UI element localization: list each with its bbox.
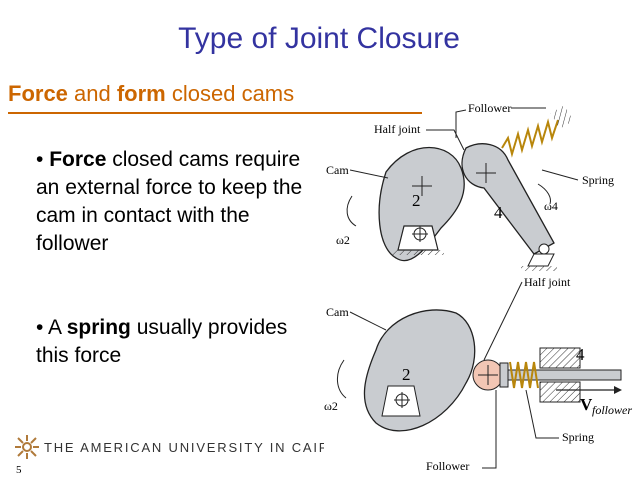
slide-subtitle: Force and form closed cams [8,81,294,107]
top-label-cam: Cam [326,163,349,177]
top-label-link-4: 4 [494,203,503,222]
bottom-velocity-arrow-icon [614,386,622,394]
top-follower-pivot-icon [538,243,550,255]
top-cam [378,147,465,262]
top-cam-center-icon [412,176,432,196]
bottom-label-half-joint: Half joint [524,275,571,289]
bottom-label-link-2: 2 [402,365,411,384]
bottom-guide-top [539,347,581,369]
form-closed-cam-diagram: Cam Half joint 2 4 ω2 V follower Spring … [324,275,632,473]
bottom-label-v-sub: follower [592,403,632,417]
bullet2-text: usually provides this force [36,316,288,367]
subtitle-underline [8,112,422,114]
top-spring [501,118,559,158]
top-label-spring: Spring [582,173,614,187]
bottom-label-omega2: ω2 [324,399,338,413]
bottom-guide-bottom [539,381,581,403]
bottom-label-spring: Spring [562,430,594,444]
bullet1-text: closed cams require an external force to… [36,148,303,255]
bullet1-bold: Force [49,148,107,171]
bottom-rotation-arrow-icon [337,359,347,399]
bullet2-marker: • A [36,316,67,339]
subtitle-and: and [67,81,117,106]
bullet2-bold: spring [66,316,131,339]
top-label-follower: Follower [468,101,511,115]
bullet1-marker: • [36,148,50,171]
slide-title: Type of Joint Closure [178,22,460,55]
top-ground-1 [392,250,444,255]
bottom-label-cam: Cam [326,305,349,319]
university-logo-icon [15,435,39,459]
top-ground-2 [521,266,557,271]
slide-number: 5 [16,464,22,476]
bottom-spring [509,361,539,389]
top-follower-arm [461,143,555,255]
top-label-half-joint: Half joint [374,122,421,136]
bullet-spring: • A spring usually provides this force [36,314,306,370]
cam-diagrams: Follower Half joint Cam Spring 2 4 ω2 ω4 [324,101,632,473]
subtitle-force: Force [8,81,68,106]
subtitle-form: form [116,81,166,106]
university-name: THE AMERICAN UNIVERSITY IN CAIRO [44,440,324,455]
top-label-omega2: ω2 [336,233,350,247]
top-label-link-2: 2 [412,191,421,210]
bullet-force-closed: • Force closed cams require an external … [36,146,306,258]
bottom-label-link-4: 4 [576,345,585,364]
top-rotation-arrow-4-icon [537,183,551,205]
top-rotation-arrow-icon [346,195,357,227]
bottom-label-follower: Follower [426,459,469,473]
subtitle-closed-cams: closed cams [165,81,295,106]
top-spring-ground [550,105,574,129]
top-follower-center-icon [476,163,496,183]
top-label-omega4: ω4 [544,199,558,213]
bottom-label-v: V [580,395,593,414]
force-closed-cam-diagram: Follower Half joint Cam Spring 2 4 ω2 ω4 [326,101,614,271]
